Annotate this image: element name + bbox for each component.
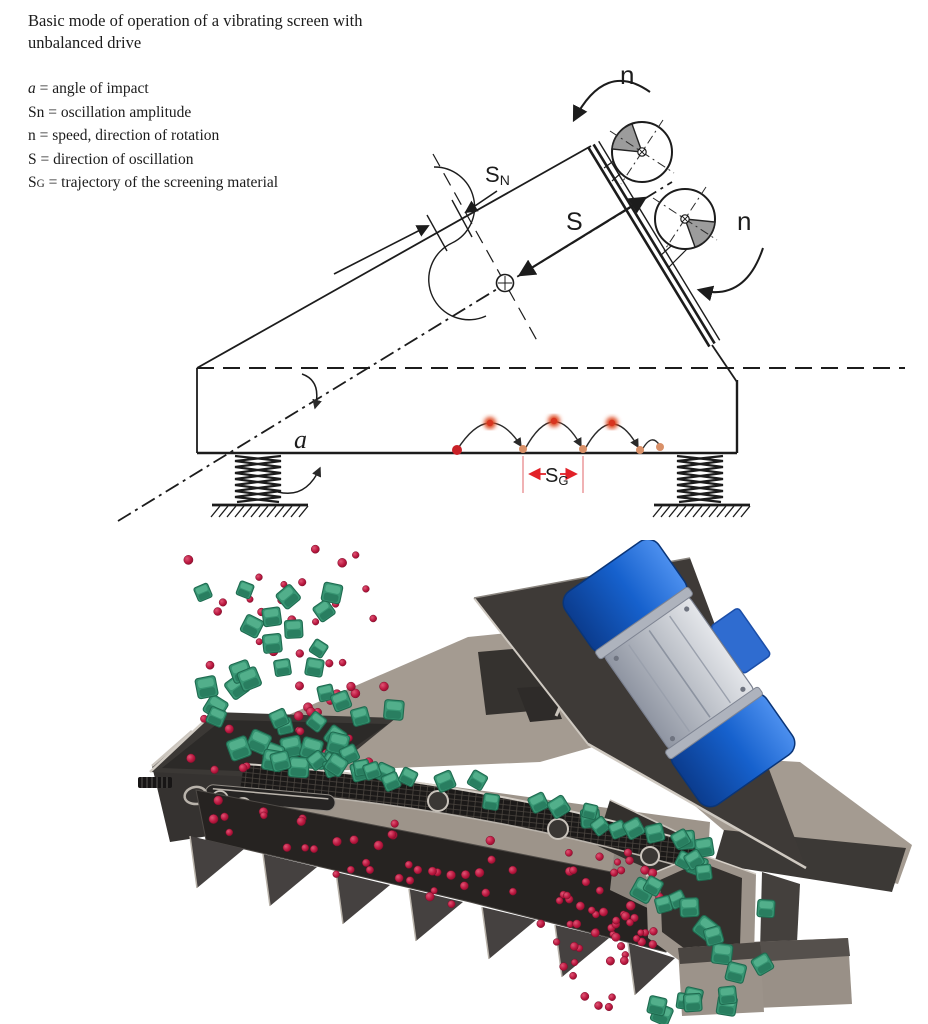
legend-item-s: S = direction of oscillation — [28, 150, 194, 168]
label-sn: SN — [485, 162, 510, 188]
vibration-motor — [562, 540, 796, 808]
oscillation-axis — [117, 153, 673, 522]
schematic-diagram: n n S SN a — [117, 60, 905, 522]
caption-block: Basic mode of operation of a vibrating s… — [28, 10, 448, 196]
left-chute-dots — [613, 848, 645, 951]
machine-3d-render — [138, 540, 912, 1024]
motor-flange-left — [595, 586, 693, 660]
legend-item-n: n = speed, direction of rotation — [28, 127, 220, 144]
sn-arrow-left — [333, 225, 430, 275]
discharge-lip-cubes — [644, 822, 715, 878]
particle-start — [452, 445, 462, 455]
particle-landings — [519, 443, 664, 454]
support-leg — [760, 872, 800, 962]
unbalance-wheel-top — [609, 119, 675, 185]
material-trajectory — [452, 415, 664, 455]
spring-left — [234, 454, 282, 504]
s-arrow-group: S — [517, 196, 648, 277]
legend-item-a: a = angle of impact — [28, 80, 149, 97]
sn-indicator: SN — [333, 162, 510, 321]
unbalance-mass-bottom — [683, 218, 716, 248]
label-a: a — [294, 425, 307, 454]
screen-body — [196, 145, 905, 455]
deck-cubes — [269, 743, 646, 840]
oversize-cubes-2 — [682, 985, 738, 1013]
unbalanced-drive: n n — [572, 60, 764, 348]
tube-end-5 — [640, 846, 660, 866]
angle-arc-lower — [277, 466, 322, 494]
title-line-2: unbalanced drive — [28, 33, 142, 52]
oscillation-arc-upper — [433, 166, 476, 244]
rotation-arrow-bottom — [696, 247, 764, 302]
spring-right — [676, 454, 724, 504]
unbalance-mass-top — [611, 123, 644, 153]
legend-item-sg: SG = trajectory of the screening materia… — [28, 174, 279, 191]
legend-item-sn: Sn = oscillation amplitude — [28, 103, 192, 121]
support-springs — [210, 454, 751, 518]
oscillation-arc-lower — [428, 242, 487, 321]
sg-dimension: SG — [522, 456, 584, 493]
angle-a-group: a — [277, 373, 322, 494]
ground-right — [652, 503, 751, 518]
legend-list: a = angle of impact Sn = oscillation amp… — [28, 78, 448, 196]
screen-right-slant — [711, 344, 738, 383]
oscillation-direction-arrow — [517, 196, 648, 277]
motor-flange-right — [665, 686, 763, 760]
particle-layer — [183, 544, 776, 1024]
underside-fins — [189, 835, 675, 996]
tube-end-3 — [427, 790, 449, 812]
tube-end-4 — [547, 818, 569, 840]
sn-leader-arrow — [464, 190, 498, 214]
figure-title: Basic mode of operation of a vibrating s… — [28, 10, 448, 54]
normal-axis-line — [432, 153, 541, 347]
oversize-cubes — [629, 863, 776, 1024]
body-right-dark-band — [714, 830, 906, 892]
screen-deck-line — [196, 145, 592, 369]
ground-left — [210, 503, 309, 518]
label-n-top: n — [620, 60, 634, 90]
title-line-1: Basic mode of operation of a vibrating s… — [28, 11, 363, 30]
label-s: S — [566, 208, 583, 236]
pan-dots — [208, 795, 664, 911]
label-n-bottom: n — [737, 206, 751, 236]
label-sg: SG — [545, 465, 568, 488]
rotation-arrow-top — [572, 79, 651, 123]
angle-arc-upper — [301, 373, 322, 410]
left-end-rim — [151, 730, 193, 767]
unbalance-wheel-bottom — [652, 186, 718, 252]
